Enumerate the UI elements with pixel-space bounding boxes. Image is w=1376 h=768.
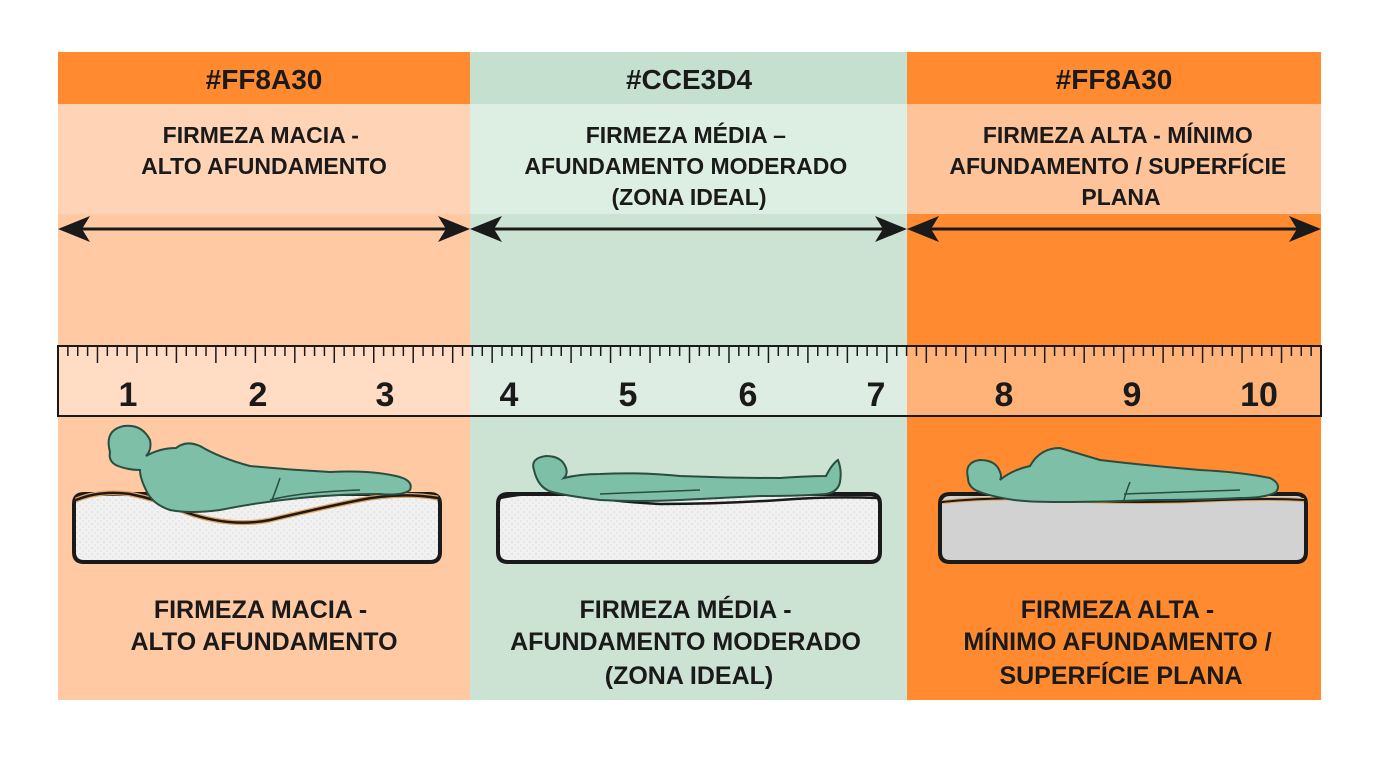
zone-medium-bottom-label: FIRMEZA MÉDIA - AFUNDAMENTO MODERADO (ZO… xyxy=(510,595,868,690)
ruler-numbers: 1 2 3 4 5 6 7 8 9 10 xyxy=(119,376,1278,414)
ruler-number: 3 xyxy=(376,376,395,414)
ruler-ticks xyxy=(67,347,1312,363)
zone-soft-header-text: #FF8A30 xyxy=(206,64,323,95)
person-lying-icon xyxy=(107,424,412,513)
zone-soft-header xyxy=(58,52,470,104)
firmness-ruler: 1 2 3 4 5 6 7 8 9 10 xyxy=(57,345,1322,417)
ruler-number: 6 xyxy=(739,376,758,414)
person-lying-icon xyxy=(966,446,1279,504)
ruler-number: 2 xyxy=(249,376,268,414)
zone-soft: #FF8A30 FIRMEZA MACIA - ALTO AFUNDAMENTO… xyxy=(58,52,470,700)
zone-medium-header-text: #CCE3D4 xyxy=(626,64,752,95)
zone-medium-top-band xyxy=(470,104,907,214)
mattress-icon xyxy=(72,490,442,564)
person-lying-icon xyxy=(532,454,842,502)
zone-soft-top-band xyxy=(58,104,470,214)
ruler-number: 8 xyxy=(995,376,1014,414)
mattress-icon xyxy=(496,492,882,564)
double-arrow-icon xyxy=(907,216,1321,242)
zone-firm-top-band xyxy=(907,104,1321,214)
zone-medium: #CCE3D4 FIRMEZA MÉDIA – AFUNDAMENTO MODE… xyxy=(470,52,907,700)
zone-firm-header-text: #FF8A30 xyxy=(1056,64,1173,95)
mattress-icon xyxy=(938,492,1308,564)
ruler-number: 9 xyxy=(1123,376,1142,414)
ruler-number: 5 xyxy=(619,376,638,414)
zone-firm-top-label: FIRMEZA ALTA - MÍNIMO AFUNDAMENTO / SUPE… xyxy=(949,121,1292,210)
zone-firm-header xyxy=(907,52,1321,104)
zone-soft-top-label: FIRMEZA MACIA - ALTO AFUNDAMENTO xyxy=(141,122,387,179)
double-arrow-icon xyxy=(470,216,907,242)
zone-medium-header xyxy=(470,52,907,104)
double-arrow-icon xyxy=(58,216,470,242)
ruler-number: 4 xyxy=(500,376,519,414)
ruler-number: 10 xyxy=(1240,376,1278,414)
zone-medium-top-label: FIRMEZA MÉDIA – AFUNDAMENTO MODERADO (ZO… xyxy=(524,121,853,210)
zone-soft-bottom-label: FIRMEZA MACIA - ALTO AFUNDAMENTO xyxy=(130,596,397,656)
zone-firm: #FF8A30 FIRMEZA ALTA - MÍNIMO AFUNDAMENT… xyxy=(907,52,1321,700)
zone-firm-bottom-label: FIRMEZA ALTA - MÍNIMO AFUNDAMENTO / SUPE… xyxy=(963,596,1278,690)
ruler-number: 7 xyxy=(867,376,886,414)
ruler-number: 1 xyxy=(119,376,138,414)
